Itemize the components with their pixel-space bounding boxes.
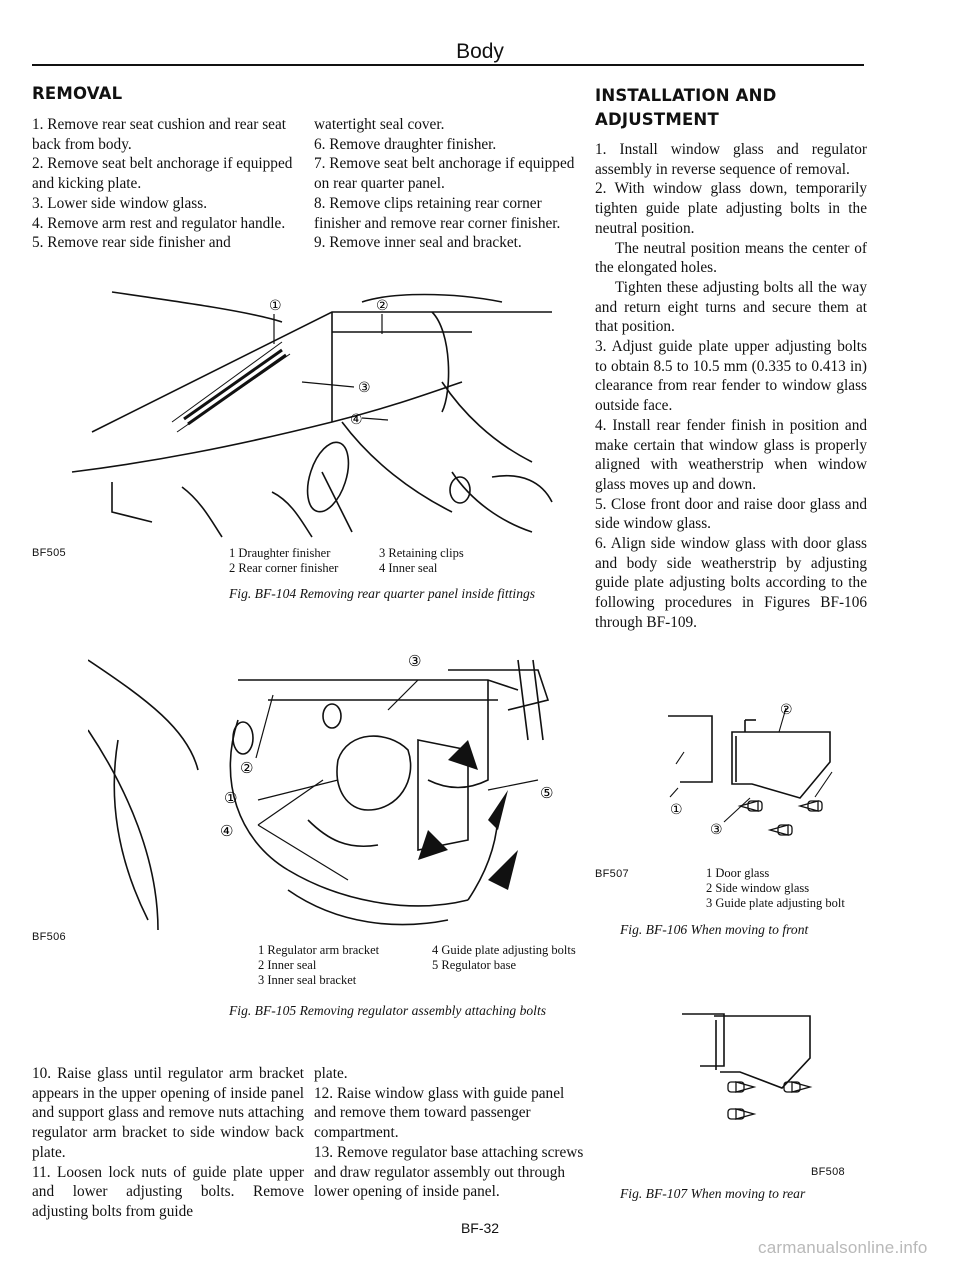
removal-step-2: 2. Remove seat belt anchorage if equippe…: [32, 155, 293, 193]
installation-heading-line2: ADJUSTMENT: [595, 110, 719, 129]
fig106-legend-2: 2 Side window glass: [706, 881, 810, 895]
fig104-caption: Fig. BF-104 Removing rear quarter panel …: [229, 586, 536, 601]
fig104-legend-1: 1 Draughter finisher: [229, 546, 331, 560]
fig105-legend-1: 1 Regulator arm bracket: [258, 943, 380, 957]
installation-steps: 1. Install window glass and regulator as…: [595, 140, 867, 633]
installation-heading: INSTALLATION AND ADJUSTMENT: [595, 84, 777, 132]
header-rule: [32, 64, 864, 66]
removal-col1: 1. Remove rear seat cushion and rear sea…: [32, 115, 304, 253]
page-header-title: Body: [456, 40, 504, 63]
install-step-2-note: The neutral position means the center of…: [595, 239, 867, 277]
removal-step-11-cont: plate.: [314, 1065, 348, 1082]
fig105-legend-3: 3 Inner seal bracket: [258, 973, 357, 987]
fig106-legend-3: 3 Guide plate adjusting bolt: [706, 896, 845, 910]
fig105-callout-2: ②: [240, 760, 253, 777]
removal-step-11: 11. Loosen lock nuts of guide plate uppe…: [32, 1163, 304, 1220]
removal-step-12: 12. Raise window glass with guide panel …: [314, 1084, 565, 1142]
fig105-legend: 1 Regulator arm bracket 4 Guide plate adj…: [258, 943, 598, 988]
fig105-code: BF506: [32, 931, 66, 943]
fig104-callout-1: ①: [269, 297, 282, 313]
fig107-illustration: [682, 1013, 813, 1120]
fig106-illustration: ① ② ③: [668, 702, 833, 837]
removal-step-4: 4. Remove arm rest and regulator handle.: [32, 214, 286, 232]
removal-step-1: 1. Remove rear seat cushion and rear sea…: [32, 116, 286, 153]
fig105-caption: Fig. BF-105 Removing regulator assembly …: [229, 1003, 547, 1018]
fig104-legend: 1 Draughter finisher 3 Retaining clips 2 …: [229, 546, 589, 576]
watermark-text: carmanualsonline.info: [758, 1238, 928, 1257]
install-step-4: 4. Install rear fender finish in positio…: [595, 416, 867, 493]
removal-step-7: 7. Remove seat belt anchorage if equippe…: [314, 155, 575, 193]
fig106-legend-1: 1 Door glass: [706, 866, 770, 880]
install-step-2-note-2: Tighten these adjusting bolts all the wa…: [595, 278, 867, 336]
fig104-callout-4: ④: [350, 411, 363, 427]
fig105-illustration: ③ ② ① ④ ⑤: [88, 653, 553, 931]
install-step-2: 2. With window glass down, temporarily t…: [595, 180, 867, 237]
fig104-illustration: ① ② ③ ④: [71, 291, 553, 538]
removal-step-5: 5. Remove rear side finisher and: [32, 234, 231, 252]
fig105-callout-3: ③: [408, 653, 421, 670]
removal-step-13: 13. Remove regulator base attaching scre…: [314, 1143, 584, 1201]
fig106-caption: Fig. BF-106 When moving to front: [620, 922, 809, 937]
installation-heading-line1: INSTALLATION AND: [595, 86, 777, 105]
removal-heading: REMOVAL: [32, 84, 123, 103]
fig107-code: BF508: [811, 1166, 845, 1178]
fig104-legend-3: 3 Retaining clips: [379, 546, 464, 560]
removal-step-9: 9. Remove inner seal and bracket.: [314, 234, 522, 252]
install-step-3: 3. Adjust guide plate upper adjusting bo…: [595, 338, 867, 415]
page-number: BF-32: [460, 1220, 500, 1236]
removal-col2: watertight seal cover. 6. Remove draught…: [314, 115, 588, 253]
fig105-callout-4: ④: [220, 823, 233, 840]
install-step-1: 1. Install window glass and regulator as…: [595, 141, 867, 178]
install-step-6: 6. Align side window glass with door gla…: [595, 535, 867, 631]
removal-step-8: 8. Remove clips retaining rear corner fi…: [314, 194, 561, 232]
fig104-callout-3: ③: [358, 379, 371, 395]
fig105-legend-5: 5 Regulator base: [432, 958, 517, 972]
fig104-legend-4: 4 Inner seal: [379, 561, 438, 575]
fig106-legend: 1 Door glass 2 Side window glass 3 Guide…: [706, 866, 845, 911]
fig106-callout-2: ②: [780, 702, 793, 717]
install-step-5: 5. Close front door and raise door glass…: [595, 495, 867, 533]
fig106-code: BF507: [595, 868, 629, 880]
steps-bottom-col1: 10. Raise glass until regulator arm brac…: [32, 1064, 304, 1222]
removal-step-6: 6. Remove draughter finisher.: [314, 135, 497, 153]
fig105-callout-1: ①: [224, 790, 237, 807]
steps-bottom-col2: plate. 12. Raise window glass with guide…: [314, 1064, 588, 1202]
fig104-callout-2: ②: [376, 297, 389, 313]
fig106-callout-1: ①: [670, 801, 683, 817]
fig104-code: BF505: [32, 547, 66, 559]
removal-step-10: 10. Raise glass until regulator arm brac…: [32, 1065, 304, 1161]
removal-step-5-cont: watertight seal cover.: [314, 116, 445, 133]
fig107-caption: Fig. BF-107 When moving to rear: [620, 1186, 806, 1201]
fig105-legend-2: 2 Inner seal: [258, 958, 317, 972]
removal-step-3: 3. Lower side window glass.: [32, 194, 208, 212]
fig105-legend-4: 4 Guide plate adjusting bolts: [432, 943, 576, 957]
fig106-callout-3: ③: [710, 821, 723, 837]
fig105-callout-5: ⑤: [540, 785, 553, 802]
fig104-legend-2: 2 Rear corner finisher: [229, 561, 339, 575]
